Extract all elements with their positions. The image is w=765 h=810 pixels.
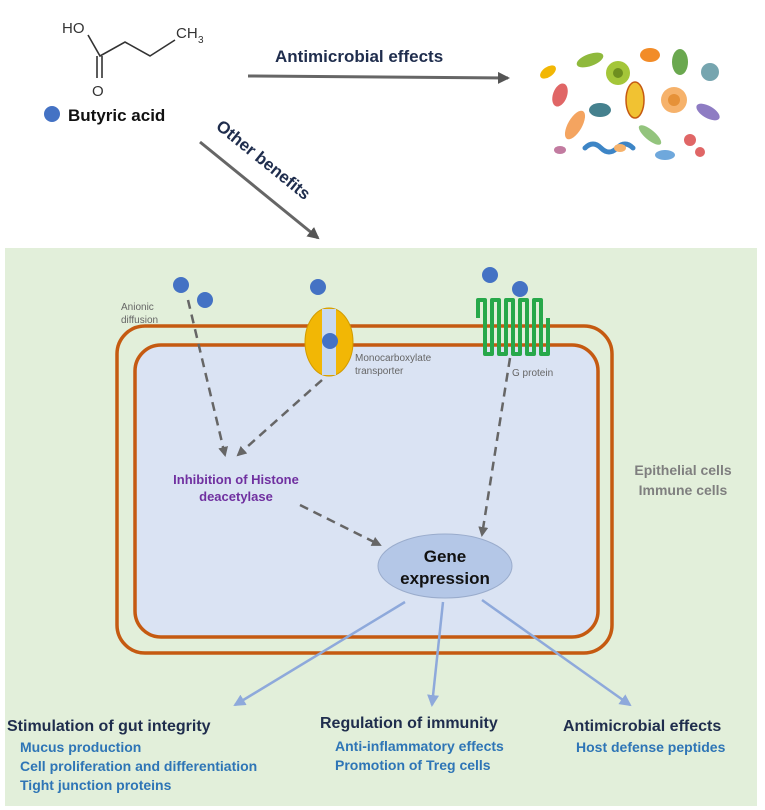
butyric-acid-label: Butyric acid: [68, 106, 165, 125]
outcome-antimicrobial-item: Host defense peptides: [576, 739, 726, 755]
microbes-illustration: [540, 48, 720, 160]
outcome-immunity-item: Promotion of Treg cells: [335, 757, 491, 773]
butyrate-dot: [173, 277, 189, 293]
epithelial-cells-label: Epithelial cells: [634, 462, 731, 478]
butyric-acid-structure: HO O CH 3: [62, 20, 204, 100]
diffusion-arrow: [186, 299, 229, 457]
gene-label: Gene: [424, 547, 467, 566]
o-label: O: [92, 83, 104, 100]
butyrate-dot: [310, 279, 326, 295]
anionic-diffusion-label-1: Anionic: [121, 302, 154, 313]
antimicrobial-arrow-label: Antimicrobial effects: [275, 47, 443, 66]
outcome-gut-item: Mucus production: [20, 739, 141, 755]
outcome-arrow-immunity: [427, 601, 445, 707]
oh-label: HO: [62, 20, 85, 37]
outcome-gut-item: Cell proliferation and differentiation: [20, 758, 257, 774]
outcome-antimicrobial-title: Antimicrobial effects: [563, 718, 721, 735]
butyrate-dot: [512, 281, 528, 297]
hdac-label-2: deacetylase: [199, 489, 273, 504]
other-benefits-arrow: [199, 140, 320, 240]
butyrate-dot: [197, 292, 213, 308]
butyrate-dot: [482, 267, 498, 283]
hdac-label-1: Inhibition of Histone: [173, 472, 299, 487]
antimicrobial-arrow: [247, 71, 510, 84]
transporter-label-1: Monocarboxylate: [355, 353, 432, 364]
butyrate-dot-legend: [44, 106, 60, 122]
g-protein-icon: [476, 298, 550, 356]
outcome-arrow-gut: [233, 600, 406, 707]
outer-membrane: [115, 324, 614, 655]
transporter-arrow: [236, 379, 323, 457]
expression-label: expression: [400, 569, 490, 588]
gene-expression-node: [377, 533, 513, 599]
other-benefits-label: Other benefits: [212, 116, 314, 203]
anionic-diffusion-label-2: diffusion: [121, 315, 158, 326]
outcome-immunity-title: Regulation of immunity: [320, 715, 498, 732]
outcome-gut-item: Tight junction proteins: [20, 777, 172, 793]
transporter-label-2: transporter: [355, 366, 404, 377]
ch3-subscript: 3: [198, 35, 204, 46]
outcome-gut-title: Stimulation of gut integrity: [7, 718, 211, 735]
immune-cells-label: Immune cells: [639, 482, 728, 498]
g-protein-label: G protein: [512, 368, 553, 379]
butyrate-dot-transported: [322, 333, 338, 349]
ch3-label: CH: [176, 25, 198, 42]
outcome-immunity-item: Anti-inflammatory effects: [335, 738, 504, 754]
outcome-arrow-antimicrobial: [481, 598, 632, 707]
